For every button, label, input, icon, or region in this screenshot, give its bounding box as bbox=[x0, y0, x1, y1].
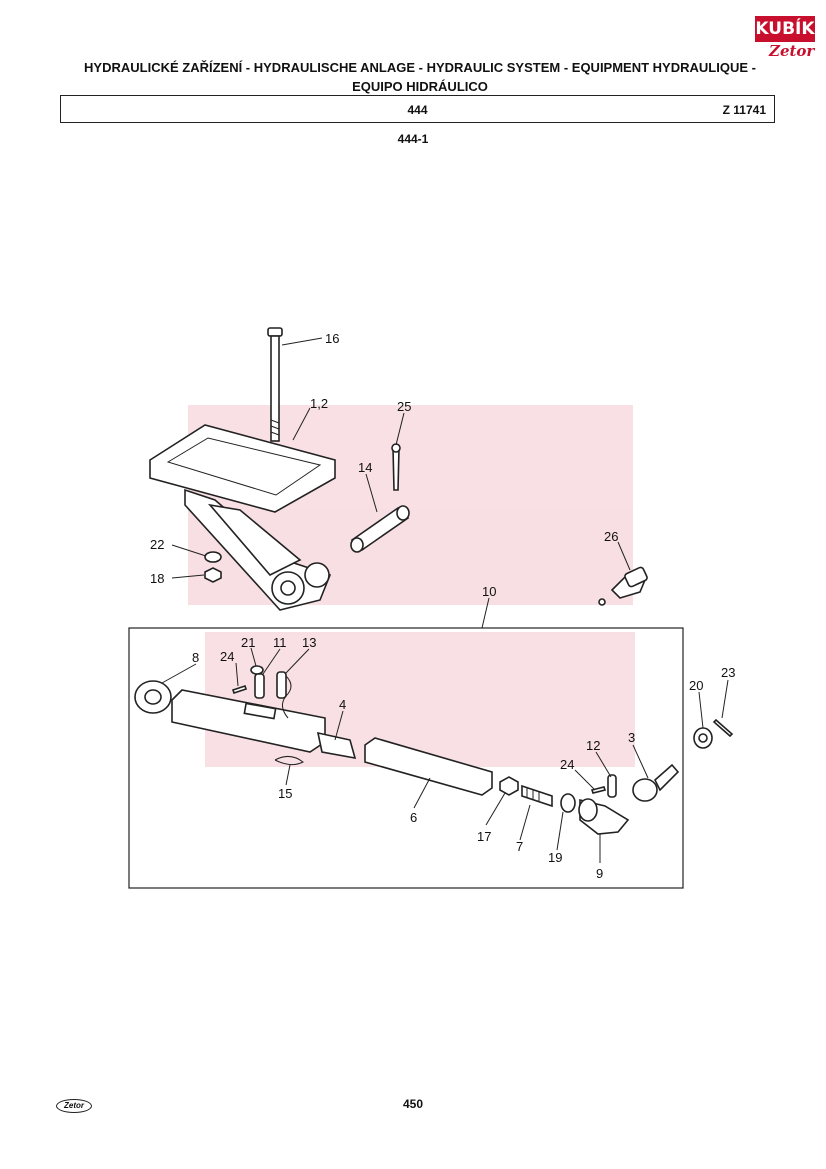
nut-20 bbox=[693, 727, 713, 749]
page-number: 450 bbox=[402, 1097, 424, 1111]
inner-rod-6 bbox=[364, 737, 493, 796]
callout-24-left: 24 bbox=[220, 649, 234, 664]
lift-rod-8 bbox=[134, 680, 326, 753]
callout-19: 19 bbox=[548, 850, 562, 865]
nut-17 bbox=[499, 776, 519, 796]
callout-14: 14 bbox=[358, 460, 372, 475]
callout-8: 8 bbox=[192, 650, 199, 665]
callout-18: 18 bbox=[150, 571, 164, 586]
reference-code: Z 11741 bbox=[722, 103, 766, 117]
callout-12: 12 bbox=[586, 738, 600, 753]
spring-clip-15 bbox=[274, 756, 304, 766]
washer-22 bbox=[204, 551, 222, 563]
figure-number: 444-1 bbox=[397, 132, 429, 146]
callout-21: 21 bbox=[241, 635, 255, 650]
group-code: 444 bbox=[407, 103, 428, 117]
title-line-1: HYDRAULICKÉ ZAŘÍZENÍ - HYDRAULISCHE ANLA… bbox=[84, 60, 756, 75]
callout-24-right: 24 bbox=[560, 757, 574, 772]
grease-fitting-26 bbox=[598, 566, 648, 606]
callout-3: 3 bbox=[628, 730, 635, 745]
callout-4: 4 bbox=[339, 697, 346, 712]
callout-9: 9 bbox=[596, 866, 603, 881]
callout-6: 6 bbox=[410, 810, 417, 825]
nut-18 bbox=[204, 567, 222, 583]
page-title: HYDRAULICKÉ ZAŘÍZENÍ - HYDRAULISCHE ANLA… bbox=[40, 58, 800, 96]
zetor-logo-text: Zetor bbox=[769, 42, 815, 60]
footer-zetor-logo: Zetor bbox=[56, 1099, 92, 1113]
eye-bolt-3 bbox=[632, 763, 680, 802]
callout-13: 13 bbox=[302, 635, 316, 650]
assembly-frame-10 bbox=[128, 627, 684, 889]
callout-7: 7 bbox=[516, 839, 523, 854]
callout-11: 11 bbox=[273, 635, 287, 650]
group-header-box: 444 Z 11741 bbox=[60, 95, 775, 123]
pin-24-right bbox=[590, 786, 607, 794]
callout-labels: 16 1,2 25 14 22 18 26 10 8 24 21 11 13 4… bbox=[150, 331, 735, 881]
pin-11 bbox=[254, 673, 265, 699]
callout-15: 15 bbox=[278, 786, 292, 801]
callout-20: 20 bbox=[689, 678, 703, 693]
callout-1-2: 1,2 bbox=[310, 396, 328, 411]
callout-17: 17 bbox=[477, 829, 491, 844]
clevis-9 bbox=[578, 798, 630, 835]
title-line-2: EQUIPO HIDRÁULICO bbox=[352, 79, 488, 94]
pin-24-left bbox=[231, 684, 248, 695]
chain-13 bbox=[276, 671, 292, 719]
callout-23: 23 bbox=[721, 665, 735, 680]
washer-21 bbox=[250, 665, 264, 675]
callout-25: 25 bbox=[397, 399, 411, 414]
bolt-16 bbox=[267, 327, 283, 442]
kubik-logo: KUBÍK Zetor bbox=[755, 16, 815, 66]
callout-16: 16 bbox=[325, 331, 339, 346]
kubik-logo-text: KUBÍK bbox=[755, 16, 815, 42]
callout-26: 26 bbox=[604, 529, 618, 544]
split-pin-25 bbox=[391, 443, 401, 491]
callout-22: 22 bbox=[150, 537, 164, 552]
pin-14 bbox=[350, 505, 410, 553]
callout-10: 10 bbox=[482, 584, 496, 599]
nut-19 bbox=[560, 793, 576, 813]
leader-lines bbox=[161, 337, 729, 863]
cotter-pin-23 bbox=[712, 718, 734, 738]
threaded-stud-7 bbox=[521, 784, 553, 808]
lift-housing-1-2 bbox=[149, 424, 336, 611]
pin-12 bbox=[607, 774, 617, 798]
tube-4 bbox=[316, 731, 357, 760]
